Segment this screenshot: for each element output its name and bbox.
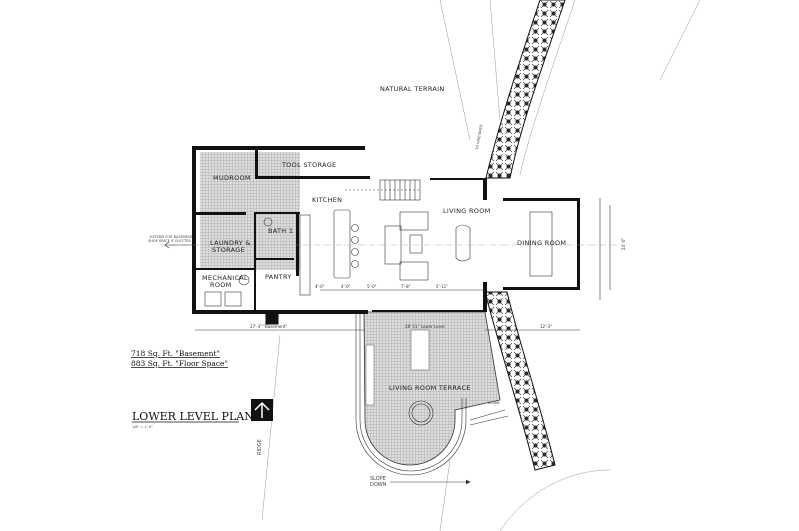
bath-label: BATH 1 [268, 227, 293, 235]
pantry-label: PANTRY [265, 273, 292, 281]
kitchen-island [333, 209, 351, 279]
planter-bed-north [485, 0, 566, 179]
mechanical-label: MECHANICAL [202, 274, 248, 282]
north-arrow-icon [251, 399, 273, 421]
dim-k2: 4'-0" [341, 284, 351, 289]
area-basement: 718 Sq. Ft. "Basement" [131, 349, 220, 358]
slope-down-label: DOWN [370, 482, 387, 488]
natural-terrain-label: NATURAL TERRAIN [380, 85, 445, 93]
area-floor-space: 883 Sq. Ft. "Floor Space" [131, 359, 228, 368]
laundry-label: LAUNDRY & [210, 239, 251, 247]
dim-basement: 27'-3" "Basement" [250, 324, 287, 329]
stairs [345, 179, 421, 201]
dim-k3: 5'-0" [367, 284, 377, 289]
dining-room-label: DINING ROOM [517, 239, 566, 247]
fire-pit [408, 400, 434, 426]
tool-storage-label: TOOL STORAGE [281, 161, 336, 169]
dim-k4: 7'-8" [401, 284, 411, 289]
down-label: DOWN [488, 401, 500, 405]
dim-k5: 5'-11" [436, 284, 448, 289]
dim-dining-total: 24'-0" [621, 238, 626, 250]
kitchen-label: KITCHEN [312, 196, 342, 204]
sofa [399, 211, 429, 231]
dim-lower-level: 28'-11" Lower Level [405, 324, 445, 329]
plan-title: LOWER LEVEL PLAN [132, 410, 254, 423]
mudroom-label: MUDROOM [213, 174, 251, 182]
fireplace [455, 224, 471, 262]
living-room-terrace [363, 311, 501, 466]
walls [192, 146, 580, 325]
ridge-label: RIDGE [257, 439, 263, 455]
outdoor-kitchen-counter [365, 344, 375, 406]
extend-note: EXTEND FOR BASEMENT [150, 235, 194, 239]
plan-scale: 1/8" = 1'-0" [132, 425, 153, 429]
living-room-label: LIVING ROOM [443, 207, 491, 215]
dining-table [529, 211, 553, 277]
dim-right: 12'-3" [540, 324, 552, 329]
terrace-dining-table [410, 329, 430, 371]
site-contours [261, 0, 701, 531]
slope-arrow [390, 479, 471, 485]
mechanical-room-label: ROOM [210, 281, 232, 289]
extend-note-2: SHOP SPACE IF ELECTED [148, 239, 191, 243]
dim-k1: 4'-0" [315, 284, 325, 289]
storage-label: STORAGE [212, 246, 245, 254]
planter-bed-south [484, 291, 556, 471]
to-vineyards-label: TO VINEYARDS [475, 123, 484, 151]
mudroom-floor [200, 152, 300, 270]
extend-arrow [164, 241, 192, 249]
terrace-label: LIVING ROOM TERRACE [389, 384, 471, 392]
slope-label: SLOPE [370, 476, 386, 482]
